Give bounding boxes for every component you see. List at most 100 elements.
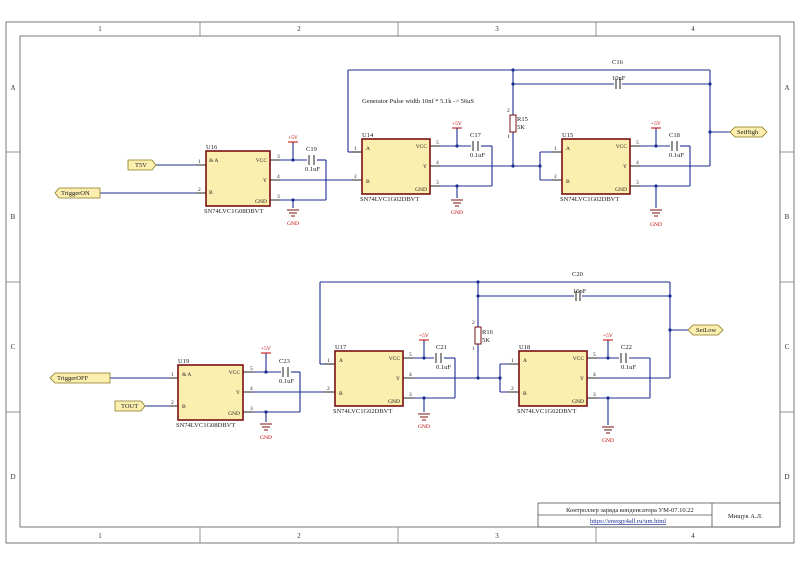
port-trigger-on[interactable]: TriggerON: [54, 187, 101, 199]
resistor-r15[interactable]: 2 1 R15 5K: [507, 108, 528, 140]
title-block: Контроллер заряда конденсатора УМ-07.10.…: [537, 502, 781, 528]
title-block-title: Контроллер заряда конденсатора УМ-07.10.…: [566, 507, 694, 514]
c19-ref: C19: [306, 146, 317, 153]
ground-u18: GND: [602, 426, 614, 444]
zone-row-d-left: D: [10, 473, 15, 481]
chip-u17[interactable]: 12 543 A B VCC Y GND U17 SN74LVC1G02DBVT: [325, 344, 413, 415]
zone-col-3-bottom: 3: [495, 532, 499, 540]
capacitor-c16[interactable]: C16 10nF: [612, 59, 626, 89]
svg-text:5: 5: [636, 140, 639, 146]
capacitor-c22[interactable]: C22 0.1uF: [620, 344, 636, 371]
port-set-high[interactable]: SetHigh: [729, 126, 768, 138]
zone-row-a-left: A: [10, 84, 15, 92]
u16-pin-gnd: GND: [255, 199, 267, 205]
svg-text:3: 3: [636, 180, 639, 186]
c20-ref: C20: [572, 271, 583, 278]
u18-pin-gnd: GND: [572, 399, 584, 405]
chip-u19[interactable]: 12 543 & A B VCC Y GND U19 SN74LVC1G08DB…: [170, 358, 253, 429]
svg-text:1: 1: [507, 134, 510, 140]
title-block-author: Мищук А.Л.: [728, 513, 763, 520]
u16-pin-y: Y: [263, 178, 267, 184]
u16-pin-vcc: VCC: [256, 158, 268, 164]
svg-text:+5V: +5V: [603, 333, 613, 339]
chip-u18[interactable]: 12 543 A B VCC Y GND U18 SN74LVC1G02DBVT: [509, 344, 597, 415]
svg-text:SetLow: SetLow: [696, 327, 717, 334]
svg-text:5: 5: [593, 352, 596, 358]
svg-text:GND: GND: [287, 221, 299, 227]
u15-part: SN74LVC1G02DBVT: [560, 196, 619, 203]
svg-text:GND: GND: [451, 210, 463, 216]
svg-text:TriggerOFF: TriggerOFF: [57, 375, 89, 382]
junction-dots: [264, 68, 712, 414]
svg-text:3: 3: [436, 180, 439, 186]
svg-text:3: 3: [277, 154, 280, 160]
u15-pin-a: A: [566, 146, 570, 152]
port-set-low[interactable]: SetLow: [687, 324, 724, 336]
svg-text:1: 1: [327, 358, 330, 364]
capacitor-c17[interactable]: C17 0.1uF: [470, 132, 485, 159]
u19-pin-a: & A: [182, 372, 191, 378]
svg-text:3: 3: [409, 392, 412, 398]
capacitor-c19[interactable]: C19 0.1uF: [305, 146, 320, 173]
ground-u16: GND: [287, 209, 299, 227]
power-5v-u16: +5V: [288, 135, 298, 143]
chip-u16[interactable]: 12 343 & A B VCC Y GND U16 SN74LVC1G08DB…: [196, 144, 280, 215]
svg-text:1: 1: [511, 358, 514, 364]
svg-text:GND: GND: [418, 424, 430, 430]
svg-text:5: 5: [436, 140, 439, 146]
svg-text:1: 1: [472, 346, 475, 352]
svg-text:4: 4: [277, 174, 280, 180]
u19-pin-y: Y: [236, 390, 240, 396]
c21-value: 0.1uF: [436, 364, 451, 371]
ground-u19: GND: [260, 423, 272, 441]
svg-text:4: 4: [436, 160, 439, 166]
ground-u17: GND: [418, 413, 430, 430]
svg-text:4: 4: [250, 386, 253, 392]
svg-text:4: 4: [409, 372, 412, 378]
u15-pin-b: B: [566, 179, 570, 185]
capacitor-c18[interactable]: C18 0.1uF: [669, 132, 684, 159]
u18-pin-b: B: [523, 391, 527, 397]
zone-row-b-right: B: [785, 213, 790, 221]
u19-pin-gnd: GND: [228, 411, 240, 417]
chip-u15[interactable]: 12 543 A B VCC Y GND U15 SN74LVC1G02DBVT: [552, 132, 640, 203]
zone-row-c-right: C: [785, 343, 790, 351]
port-t5v[interactable]: T5V: [127, 159, 157, 171]
svg-text:2: 2: [472, 320, 475, 326]
capacitor-c20[interactable]: C20 10nF: [572, 271, 587, 301]
resistor-r16[interactable]: 2 1 R16 5K: [472, 320, 494, 352]
port-trigger-off[interactable]: TriggerOFF: [49, 372, 111, 384]
svg-text:5: 5: [409, 352, 412, 358]
svg-text:TOUT: TOUT: [121, 403, 138, 410]
svg-text:+5V: +5V: [288, 135, 298, 141]
inner-frame: [19, 35, 781, 528]
svg-text:2: 2: [354, 174, 357, 180]
power-5v-u17: +5V: [419, 333, 429, 341]
c23-value: 0.1uF: [279, 378, 294, 385]
svg-text:3: 3: [593, 392, 596, 398]
u18-part: SN74LVC1G02DBVT: [517, 408, 576, 415]
outer-frame: [5, 21, 795, 544]
zone-grid: [6, 22, 794, 543]
svg-text:TriggerON: TriggerON: [61, 190, 90, 197]
svg-text:4: 4: [636, 160, 639, 166]
capacitor-c21[interactable]: C21 0.1uF: [435, 344, 451, 371]
svg-text:2: 2: [554, 174, 557, 180]
u17-part: SN74LVC1G02DBVT: [333, 408, 392, 415]
zone-col-2-top: 2: [297, 25, 301, 33]
chip-u14[interactable]: 12 543 A B VCC Y GND U14 SN74LVC1G02DBVT: [352, 132, 440, 203]
svg-text:GND: GND: [650, 222, 662, 228]
title-block-url[interactable]: https://energy4all.ru/um.html: [590, 518, 666, 525]
power-5v-u18: +5V: [603, 333, 613, 341]
zone-col-4-top: 4: [691, 25, 695, 33]
u14-part: SN74LVC1G02DBVT: [360, 196, 419, 203]
u14-pin-a: A: [366, 146, 370, 152]
c19-value: 0.1uF: [305, 166, 320, 173]
power-5v-u14: +5V: [452, 121, 462, 129]
u14-pin-b: B: [366, 179, 370, 185]
c23-ref: C23: [279, 358, 290, 365]
capacitor-c23[interactable]: C23 0.1uF: [279, 358, 294, 385]
zone-row-d-right: D: [784, 473, 789, 481]
port-tout[interactable]: TOUT: [114, 400, 146, 412]
